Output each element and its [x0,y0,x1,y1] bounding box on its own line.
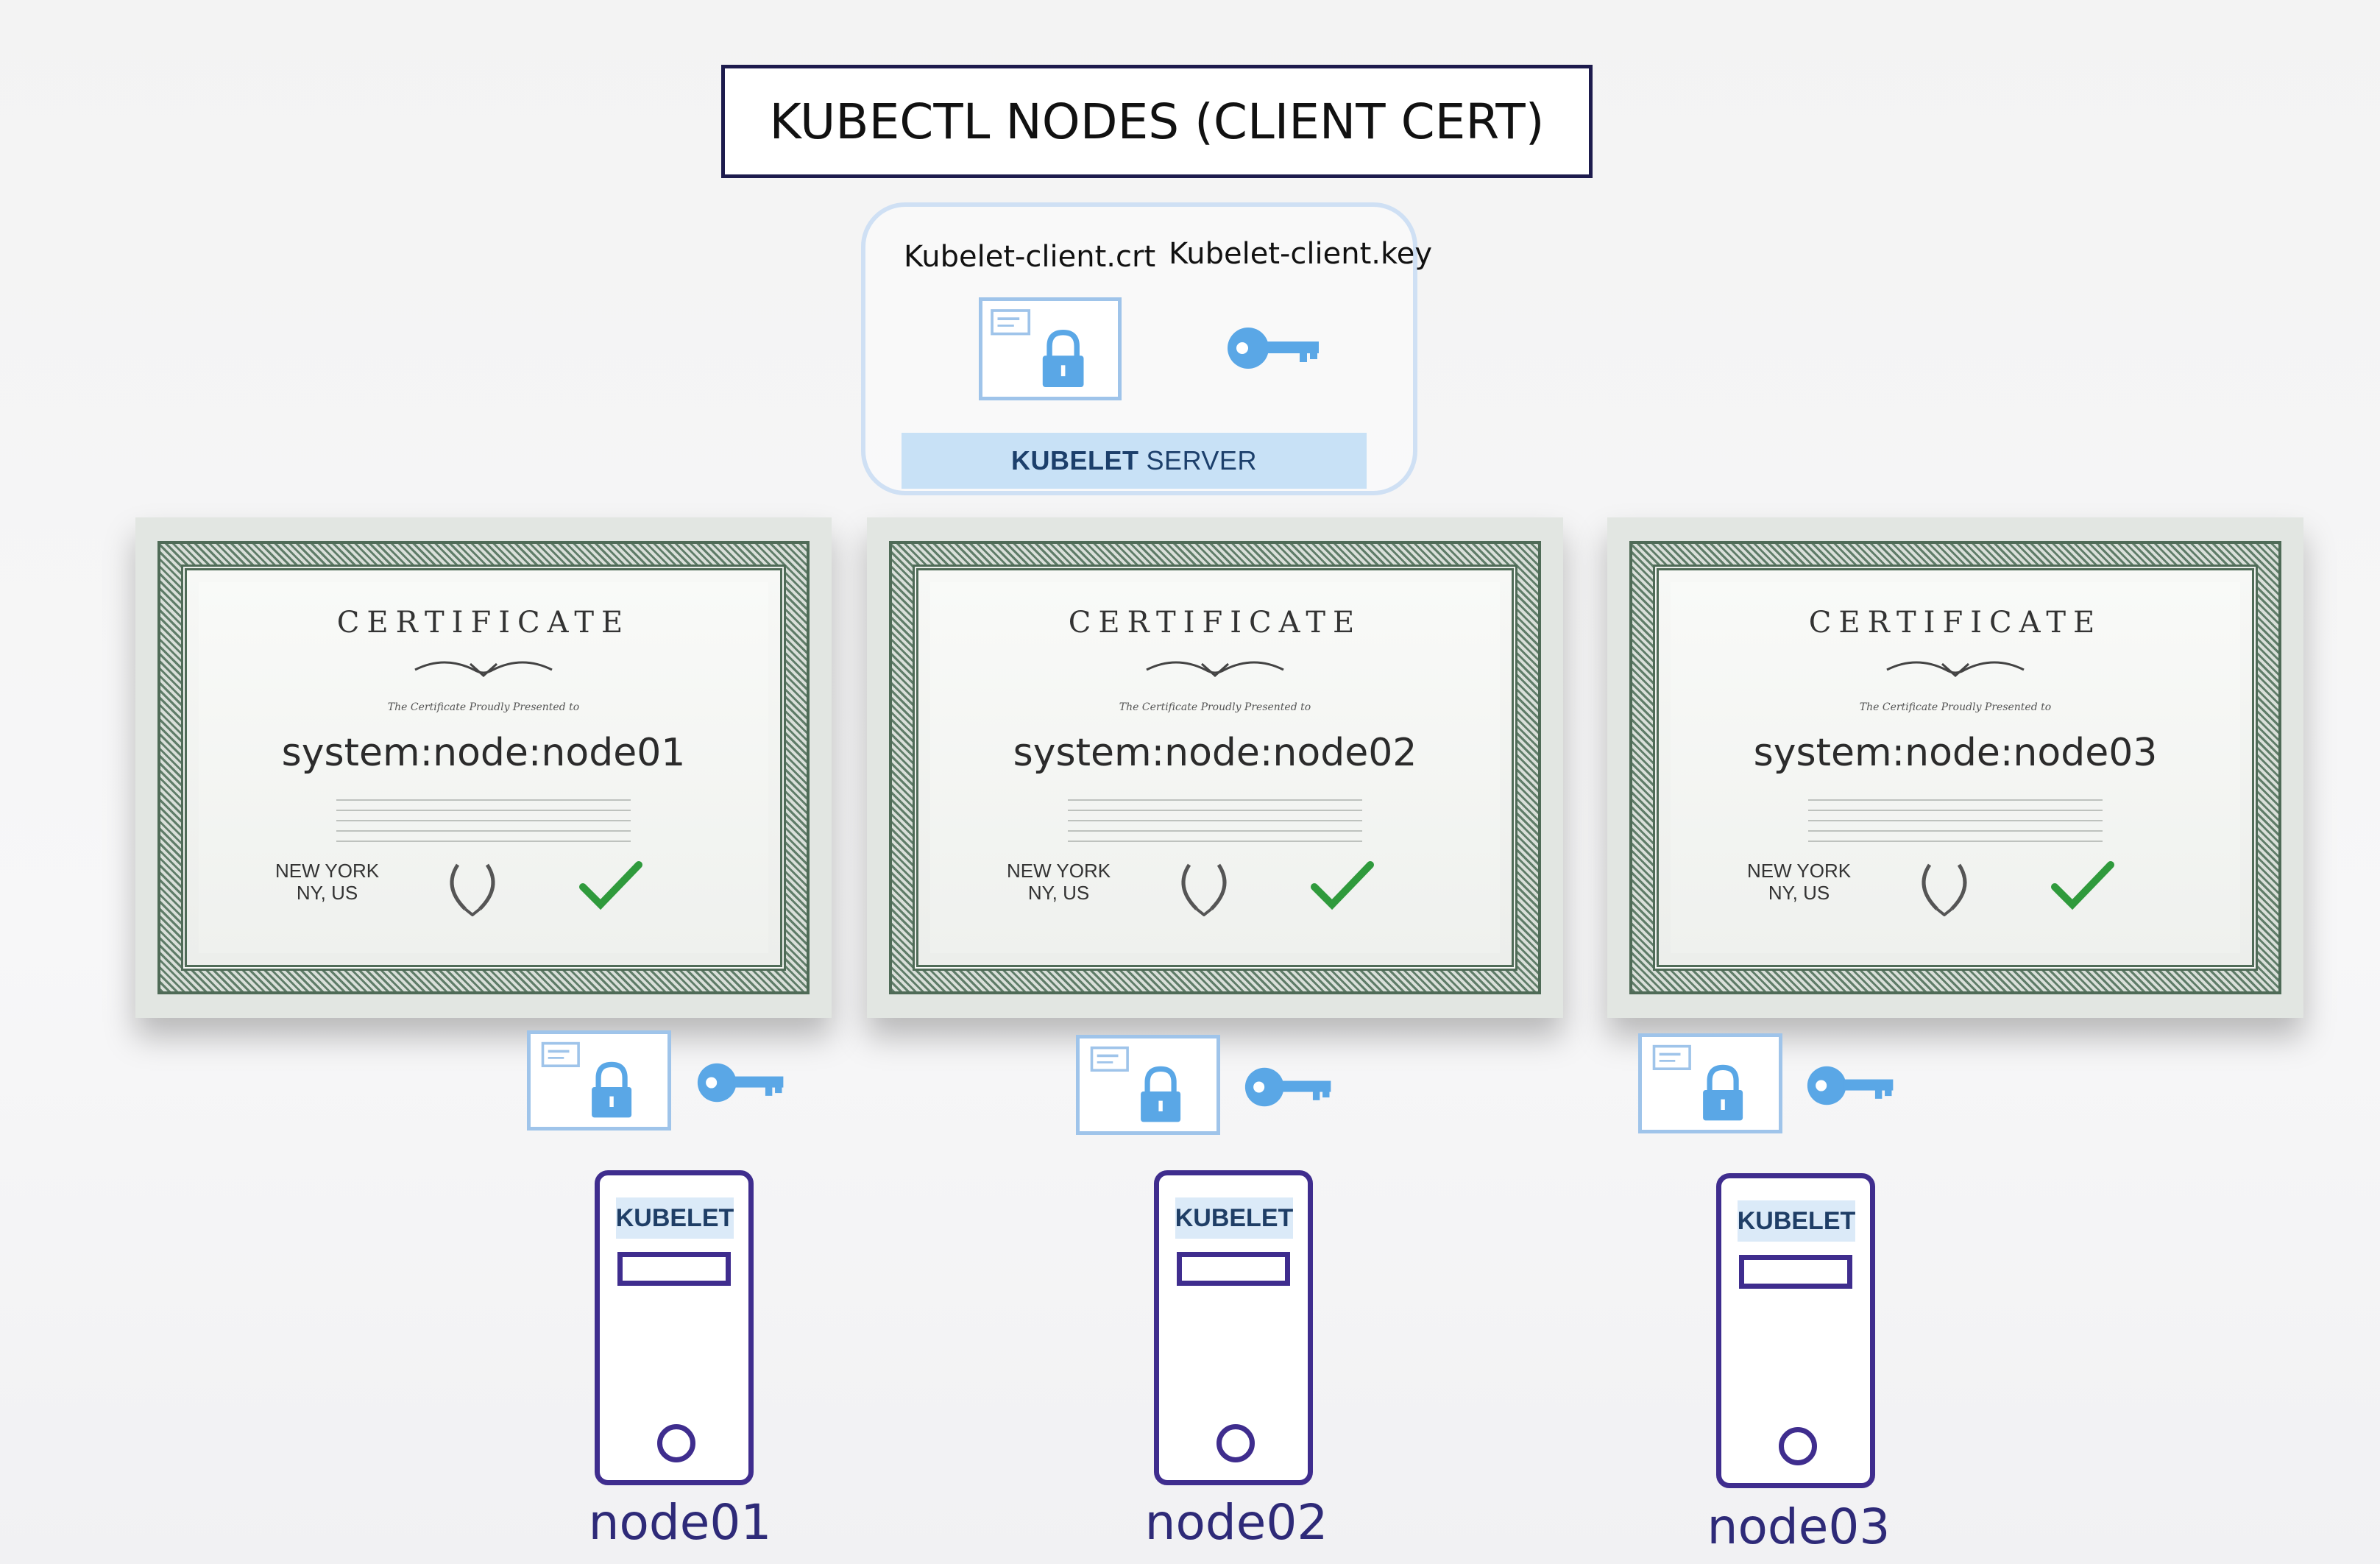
server-label: KUBELET [616,1197,734,1239]
certificate-icon [527,1030,671,1130]
kubelet-server-band-bold: KUBELET [1011,445,1139,475]
certificate-city: NEW YORK [1747,860,1852,882]
certificate-region: NY, US [1768,882,1830,904]
certificate-city: NEW YORK [275,860,380,882]
certificate-icon [979,297,1122,400]
kubelet-server-band-text: SERVER [1146,445,1257,475]
drive-slot [1177,1252,1290,1286]
certificate-region: NY, US [1027,882,1090,904]
node03-server-icon: KUBELET [1716,1173,1875,1488]
checkmark-icon [579,861,642,910]
certificate-node01: CERTIFICATE The Certificate Proudly Pres… [135,517,832,1018]
seal-icon [1181,863,1227,916]
power-icon [1216,1424,1255,1462]
node-name: node01 [588,1494,772,1551]
kubelet-client-crt-label: Kubelet-client.crt [904,240,1156,274]
drive-slot [1739,1255,1852,1289]
certificate-node03: CERTIFICATE The Certificate Proudly Pres… [1607,517,2303,1018]
key-icon [1805,1063,1899,1108]
certificate-subject: system:node:node03 [1753,731,2158,775]
node-name: node03 [1707,1498,1891,1555]
kubelet-client-key-label: Kubelet-client.key [1169,237,1433,271]
certificate-presented-text: The Certificate Proudly Presented to [1859,701,2052,713]
certificate-heading: CERTIFICATE [1808,606,2103,640]
flourish-icon [1886,661,2025,678]
key-icon [1226,324,1323,372]
certificate-location: NEW YORK NY, US [1007,860,1111,904]
certificate-presented-text: The Certificate Proudly Presented to [387,701,580,713]
certificate-subject: system:node:node01 [281,731,686,775]
node01-server-icon: KUBELET [595,1170,754,1485]
certificate-presented-text: The Certificate Proudly Presented to [1119,701,1311,713]
certificate-fineprint [1068,793,1362,845]
server-label: KUBELET [1175,1197,1293,1239]
server-label: KUBELET [1738,1200,1855,1242]
drive-slot [617,1252,731,1286]
certificate-fineprint [1808,793,2103,845]
flourish-icon [414,661,553,678]
certificate-location: NEW YORK NY, US [1747,860,1851,904]
diagram-title: KUBECTL NODES (CLIENT CERT) [721,65,1593,178]
key-icon [1242,1064,1336,1110]
seal-icon [1922,863,1967,916]
certificate-icon [1076,1035,1220,1135]
node02-server-icon: KUBELET [1154,1170,1313,1485]
checkmark-icon [1311,861,1374,910]
key-icon [695,1060,789,1105]
certificate-region: NY, US [296,882,358,904]
certificate-icon [1638,1033,1782,1133]
power-icon [1779,1427,1817,1465]
checkmark-icon [2051,861,2114,910]
certificate-heading: CERTIFICATE [336,606,631,640]
certificate-subject: system:node:node02 [1013,731,1417,775]
flourish-icon [1146,661,1284,678]
certificate-fineprint [336,793,631,845]
certificate-location: NEW YORK NY, US [275,860,379,904]
power-icon [657,1424,695,1462]
kubelet-server-band: KUBELET SERVER [902,433,1367,489]
certificate-heading: CERTIFICATE [1068,606,1362,640]
seal-icon [450,863,495,916]
certificate-node02: CERTIFICATE The Certificate Proudly Pres… [867,517,1563,1018]
certificate-city: NEW YORK [1007,860,1111,882]
node-name: node02 [1144,1494,1328,1551]
